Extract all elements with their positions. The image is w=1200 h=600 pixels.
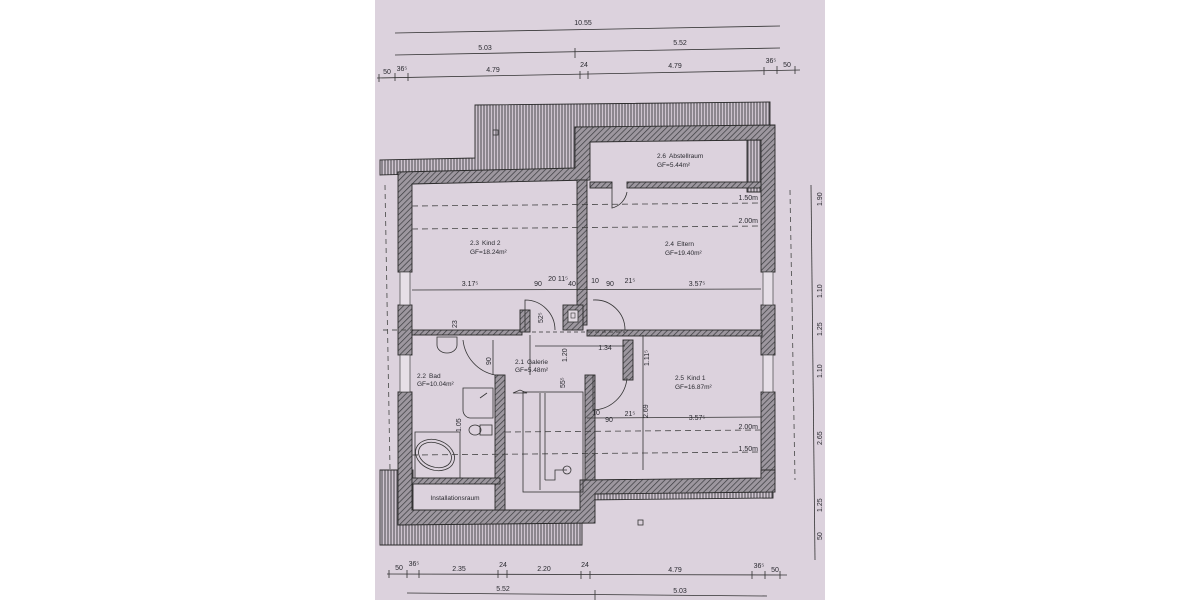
room-installation-name: Installationsraum [430, 495, 479, 502]
height-line-label: 1.50m [739, 195, 759, 202]
dim-eltern-width: 3.57⁵ [689, 281, 706, 288]
room-2-2-id: 2.2 [417, 373, 426, 380]
dim-top-wall-left: 36⁵ [397, 66, 408, 73]
dim-right-2: 1.10 [817, 284, 824, 298]
dim-top-span-right: 4.79 [668, 63, 682, 70]
dim-door-width: 90 [534, 281, 542, 288]
bottom-dimension-chain: 50 36⁵ 2.35 24 2.20 24 4.79 36⁵ 50 5.52 … [386, 561, 788, 600]
dim-right-6: 1.25 [817, 498, 824, 512]
dim-11: 11⁵ [558, 276, 568, 283]
room-2-3-area: GF=18.24m² [470, 249, 508, 256]
dim-21: 21⁵ [625, 278, 636, 285]
dim-top-wall-right: 36⁵ [766, 58, 777, 65]
room-2-4-id: 2.4 [665, 241, 674, 248]
height-line-label: 1.50m [739, 446, 759, 453]
dim-right-7: 50 [817, 532, 824, 540]
room-2-4-area: GF=19.40m² [665, 250, 703, 257]
dim-bottom-wall-left: 36⁵ [409, 561, 420, 568]
floor-plan-drawing: 10.55 5.03 5.52 50 36⁵ 4.79 24 4.79 36⁵ … [376, 20, 824, 600]
dim-10: 10 [592, 410, 600, 417]
room-2-5-area: GF=16.87m² [675, 384, 713, 391]
dim-55: 55⁵ [560, 377, 567, 388]
dim-kind1-width: 3.57⁵ [689, 415, 706, 422]
dim-bottom-wall: 24 [499, 562, 507, 569]
room-2-3-name: Kind 2 [482, 240, 501, 247]
dim-bottom-eave-right: 50 [771, 567, 779, 574]
bathtub-icon [414, 431, 461, 479]
room-2-1-name: Galerie [527, 359, 548, 366]
dim-1-20: 1.20 [562, 348, 569, 362]
washbasin-icon [436, 336, 458, 354]
dim-bottom-left-half: 5.52 [496, 586, 510, 593]
fixtures [414, 336, 584, 493]
right-dimension-chain: 1.90 1.10 1.25 1.10 2.65 1.25 50 [810, 184, 824, 561]
dim-2-69: 2.69 [643, 404, 650, 418]
staircase-icon [512, 389, 584, 493]
dim-23: 23 [452, 320, 459, 328]
dim-right-1: 1.90 [817, 192, 824, 206]
dim-1-05: 1.05 [456, 418, 463, 432]
room-2-2-area: GF=10.04m² [417, 381, 455, 388]
dim-overall: 10.55 [574, 20, 592, 27]
room-labels: 2.6 Abstellraum GF=5.44m² 2.3 Kind 2 GF=… [417, 153, 713, 502]
dim-bottom-eave-left: 50 [395, 565, 403, 572]
dim-90-bad: 90 [486, 357, 493, 365]
dim-bottom-2-35: 2.35 [452, 566, 466, 573]
room-2-1-area: GF=5.48m² [515, 367, 549, 374]
dim-bottom-wall-right: 36⁵ [754, 563, 765, 570]
room-2-3-id: 2.3 [470, 240, 479, 247]
dim-right-3: 1.25 [817, 322, 824, 336]
dim-door-width: 90 [606, 281, 614, 288]
dim-10: 10 [591, 278, 599, 285]
toilet-icon [479, 424, 493, 436]
dim-52: 52⁵ [538, 312, 545, 323]
dim-bottom-2-20: 2.20 [537, 566, 551, 573]
height-line-label: 2.00m [739, 424, 759, 431]
room-2-4-name: Eltern [677, 241, 694, 248]
doors [462, 188, 628, 411]
dim-door-width: 90 [605, 417, 613, 424]
height-line-label: 2.00m [739, 218, 759, 225]
dim-1-11: 1.11⁵ [644, 350, 651, 366]
dim-top-eave-right: 50 [783, 62, 791, 69]
dim-40: 40 [568, 281, 576, 288]
interior-dimensions: 3.17⁵ 90 20 11⁵ 40 10 90 21⁵ 3.57⁵ 52⁵ 2… [411, 276, 762, 470]
dim-21: 21⁵ [625, 411, 636, 418]
room-2-6-id: 2.6 [657, 153, 666, 160]
floor-plan-sheet: 10.55 5.03 5.52 50 36⁵ 4.79 24 4.79 36⁵ … [375, 0, 825, 600]
dim-top-wall-mid: 24 [580, 62, 588, 69]
dim-top-span-left: 4.79 [486, 67, 500, 74]
room-2-2-name: Bad [429, 373, 441, 380]
top-dimension-chain: 10.55 5.03 5.52 50 36⁵ 4.79 24 4.79 36⁵ … [376, 20, 801, 82]
dim-right-4: 1.10 [817, 364, 824, 378]
dim-top-right-half: 5.52 [673, 40, 687, 47]
windows [399, 271, 774, 393]
dim-right-5: 2.65 [817, 431, 824, 445]
dim-bottom-4-79: 4.79 [668, 567, 682, 574]
dim-kind2-width: 3.17⁵ [462, 281, 479, 288]
room-2-6-area: GF=5.44m² [657, 162, 691, 169]
height-lines: 1.50m 2.00m 2.00m 1.50m [383, 184, 796, 481]
shower-icon [462, 387, 494, 419]
room-2-6-name: Abstellraum [669, 153, 703, 160]
dim-bottom-wall: 24 [581, 562, 589, 569]
room-2-5-id: 2.5 [675, 375, 684, 382]
room-2-1-id: 2.1 [515, 359, 524, 366]
dim-1-34: 1.34 [598, 345, 612, 352]
dim-bottom-right-half: 5.03 [673, 588, 687, 595]
dim-top-left-half: 5.03 [478, 45, 492, 52]
dim-20: 20 [548, 276, 556, 283]
dim-top-eave-left: 50 [383, 69, 391, 76]
room-2-5-name: Kind 1 [687, 375, 706, 382]
